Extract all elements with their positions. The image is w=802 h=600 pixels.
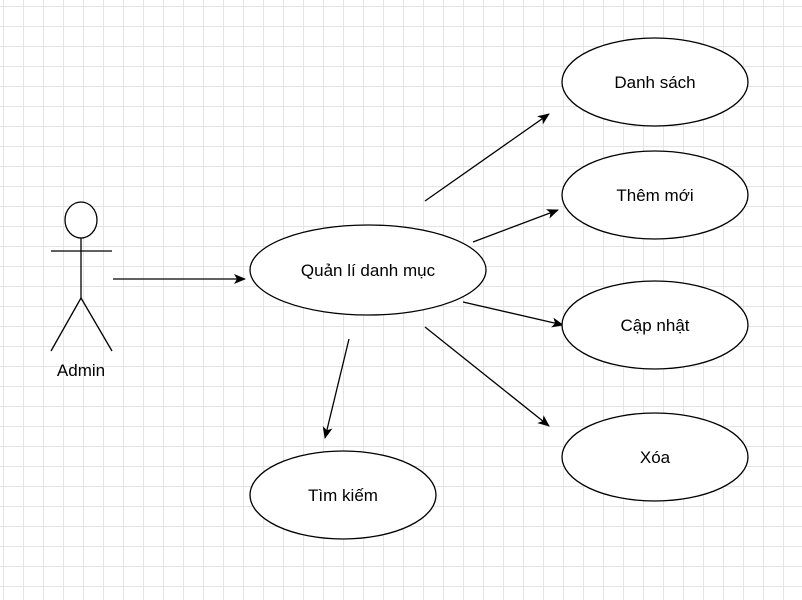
use-case-update-label: Cập nhật (621, 316, 690, 335)
actor-head (64, 201, 98, 239)
edge-main-to-update (462, 301, 564, 328)
edge-main-to-search (322, 338, 350, 439)
actor-label: Admin (57, 361, 105, 380)
actor-left-leg (50, 297, 82, 352)
edge-main-to-add (472, 209, 559, 243)
use-case-delete[interactable]: Xóa (561, 412, 749, 502)
use-case-list[interactable]: Danh sách (561, 37, 749, 127)
use-case-update[interactable]: Cập nhật (561, 280, 749, 370)
use-case-main[interactable]: Quản lí danh mục (249, 224, 487, 316)
use-case-list-label: Danh sách (614, 73, 695, 92)
use-case-search[interactable]: Tìm kiếm (249, 450, 437, 540)
use-case-add[interactable]: Thêm mới (561, 150, 749, 240)
actor-right-leg (80, 297, 113, 352)
use-case-delete-label: Xóa (640, 448, 671, 467)
use-case-main-label: Quản lí danh mục (301, 261, 436, 280)
actor-admin[interactable]: Admin (50, 201, 113, 380)
use-case-search-label: Tìm kiếm (308, 486, 378, 505)
use-case-add-label: Thêm mới (616, 186, 693, 205)
edge-main-to-list (424, 113, 550, 202)
edge-main-to-delete (424, 326, 550, 427)
